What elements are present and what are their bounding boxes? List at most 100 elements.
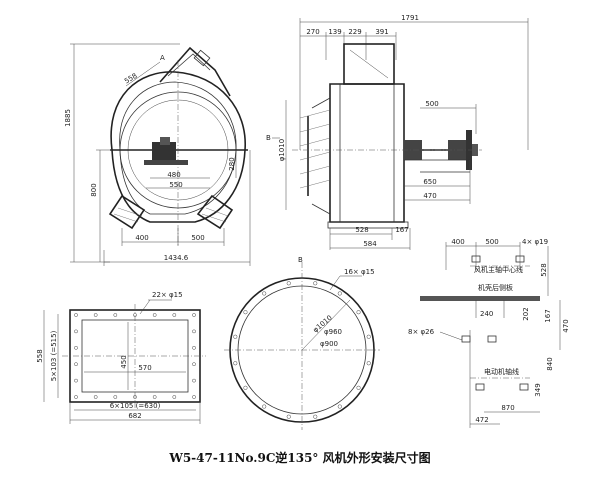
bolt-hole	[233, 361, 238, 366]
right-foot	[196, 194, 234, 230]
bolt-hole	[74, 395, 78, 399]
bolt-hole	[243, 385, 248, 390]
dim-base-500: 500	[485, 238, 498, 246]
side-casing	[329, 83, 405, 223]
dim-base-400: 400	[451, 238, 464, 246]
bolt-hole	[192, 345, 196, 350]
bolt-hole	[74, 329, 78, 334]
outlet-flange-view: 22× φ15 558 5×103 (=515) 450 570 6×105 (…	[36, 291, 206, 424]
mark-a: A	[160, 54, 165, 62]
dim-front-base-inner: 480	[167, 171, 180, 179]
dim-front-outlet-side: 558	[123, 72, 139, 86]
bolt-hole	[172, 313, 177, 317]
bolt-hole	[74, 362, 78, 367]
outlet-flange-holes	[74, 313, 196, 399]
dim-inlet-d-pitch: φ960	[324, 328, 342, 336]
dim-front-offset: 280	[228, 157, 236, 170]
mark-b-side: B	[266, 134, 271, 142]
mark-b-inlet: B	[298, 256, 303, 264]
bolt-hole	[74, 313, 78, 317]
dim-side-shaft-ext: 500	[425, 100, 438, 108]
bearing-cap	[160, 137, 170, 145]
dim-front-foot-right: 500	[191, 234, 204, 242]
bolt-hole	[356, 310, 361, 315]
side-base	[327, 221, 409, 229]
dim-side-bearing-gap: 470	[423, 192, 436, 200]
outlet-duct	[159, 46, 231, 97]
dim-inlet-d-inner: φ900	[320, 340, 338, 348]
dim-side-seg3: 229	[348, 28, 361, 36]
bolt-hole	[113, 395, 118, 399]
dim-base-holes-mid: 8× φ26	[408, 328, 435, 336]
dim-front-height-axis: 800	[90, 183, 98, 196]
dim-outlet-vert-pitch: 5×103 (=515)	[50, 330, 58, 381]
bolt-hole	[152, 395, 157, 399]
bolt-hole	[286, 414, 291, 419]
dim-base-470: 470	[562, 319, 570, 332]
dim-base-202: 202	[522, 307, 530, 320]
inlet-flange-holes	[233, 281, 371, 419]
side-view: 1791 270 139 229 391	[266, 14, 529, 250]
dim-front-width-total: 1434.6	[164, 254, 189, 262]
dim-outlet-inner-w: 570	[138, 364, 151, 372]
dim-side-inlet-dia: φ1010	[278, 139, 286, 161]
drawing-caption: W5-47-11No.9C逆135° 风机外形安装尺寸图	[168, 450, 430, 465]
dim-base-167: 167	[544, 309, 552, 322]
bolt-hole	[313, 414, 318, 419]
bolt-hole	[286, 281, 291, 286]
dim-outlet-height: 558	[36, 349, 44, 362]
dim-side-seg2: 139	[328, 28, 341, 36]
left-foot	[108, 194, 146, 230]
label-casing-plate: 机壳后侧板	[478, 283, 513, 292]
bolt-hole	[366, 361, 371, 366]
dim-inlet-holes: 16× φ15	[344, 268, 375, 276]
bolt-hole	[192, 362, 196, 367]
dim-outlet-width: 682	[128, 412, 141, 420]
label-fan-axis: 风机主轴中心线	[474, 265, 523, 274]
bolt-hole	[262, 291, 267, 296]
base-plan-view: 400 500 4× φ19 风机主轴中心线 528 机壳后侧板 240 202…	[408, 238, 570, 428]
dim-outlet-horiz-pitch: 6×105 (=630)	[110, 402, 161, 410]
bolt-hole	[337, 404, 342, 409]
bolt-hole	[243, 310, 248, 315]
bolt-hole	[262, 404, 267, 409]
bolt-hole	[93, 313, 98, 317]
dim-base-528: 528	[540, 263, 548, 276]
bolt-hole	[337, 291, 342, 296]
dim-side-base-c: 584	[363, 240, 377, 248]
dim-side-seg1: 270	[306, 28, 319, 36]
bolt-hole	[313, 281, 318, 286]
bearing-block	[152, 142, 176, 162]
dim-base-349: 349	[534, 383, 542, 396]
dim-base-240: 240	[480, 310, 493, 318]
bearing-base	[144, 160, 188, 165]
bolt-hole	[113, 313, 118, 317]
bolt-hole	[366, 334, 371, 339]
inlet-cone	[299, 97, 331, 215]
outlet-flange-mark	[193, 49, 211, 67]
dim-base-840: 840	[546, 357, 554, 370]
bolt-hole	[74, 378, 78, 383]
dim-side-bearing-span: 650	[423, 178, 436, 186]
bolt-hole	[74, 345, 78, 350]
bolt-hole	[192, 313, 196, 317]
bolt-hole	[93, 395, 98, 399]
shaft-end	[472, 144, 478, 156]
dim-base-870: 870	[501, 404, 514, 412]
dim-side-length-total: 1791	[401, 14, 419, 22]
bolt-hole	[172, 395, 177, 399]
casing-plate	[420, 296, 540, 301]
dim-side-seg4: 391	[375, 28, 388, 36]
dim-front-foot-left: 400	[135, 234, 148, 242]
dim-side-base-a: 528	[355, 226, 368, 234]
bolt-hole	[192, 395, 196, 399]
dim-outlet-inner-h: 450	[120, 355, 128, 368]
dim-front-height-total: 1885	[64, 109, 72, 127]
bolt-hole	[192, 378, 196, 383]
dim-outlet-holes: 22× φ15	[152, 291, 183, 299]
label-motor-axis: 电动机轴线	[484, 367, 519, 376]
inlet-flange-view: B 16× φ15 φ1010 φ960 φ900	[224, 256, 380, 430]
dim-base-472: 472	[475, 416, 488, 424]
